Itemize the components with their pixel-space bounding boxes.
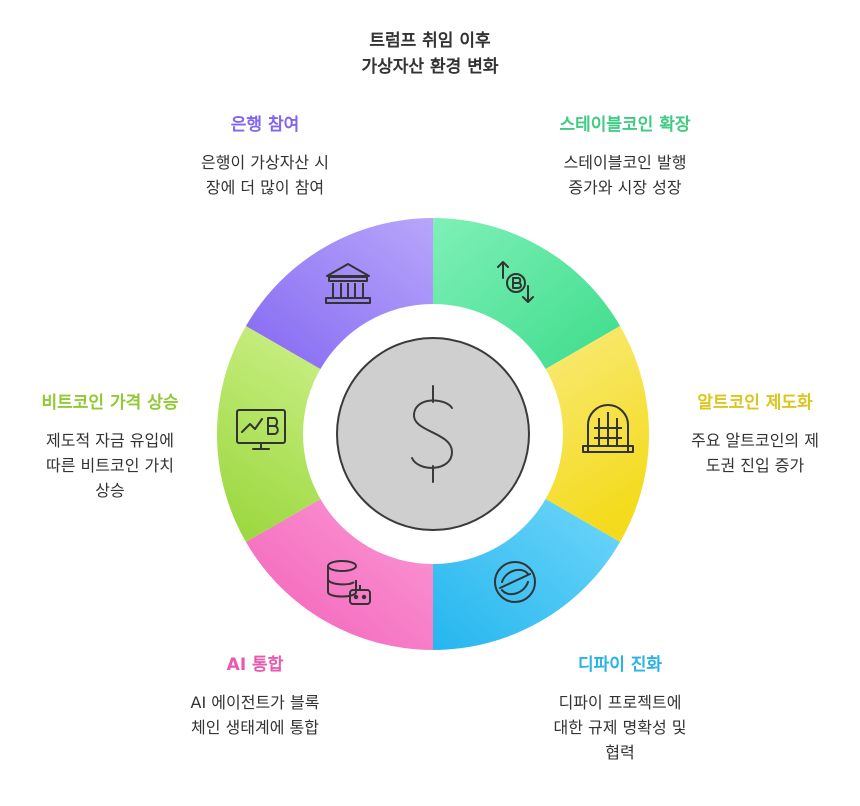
title-line-1: 트럼프 취임 이후: [369, 31, 491, 51]
ring-gap: [457, 313, 523, 364]
segment-ai: AI 통합 AI 에이전트가 블록 체인 생태계에 통합: [145, 652, 365, 740]
diagram-title: 트럼프 취임 이후 가상자산 환경 변화: [0, 28, 860, 80]
ring-gap: [531, 399, 557, 469]
segment-heading: 디파이 진화: [577, 655, 663, 675]
wheel-segment-altcoin: [545, 326, 649, 542]
segment-description: AI 에이전트가 블록 체인 생태계에 통합: [190, 693, 320, 737]
segment-description: 제도적 자금 유입에 따른 비트코인 가치 상승: [46, 431, 174, 500]
bitcoin-monitor-icon: [236, 409, 286, 450]
segment-stablecoin: 스테이블코인 확장 스테이블코인 발행 증가와 시장 성장: [500, 112, 750, 200]
ring-gap: [343, 313, 409, 364]
database-robot-icon: [327, 560, 371, 605]
ring-gap: [343, 504, 409, 555]
wheel-segment-bank: [245, 218, 433, 369]
segment-altcoin: 알트코인 제도화 주요 알트코인의 제 도권 진입 증가: [660, 390, 850, 478]
segment-heading: AI 통합: [226, 655, 284, 675]
center-circle: [336, 337, 530, 531]
wheel-segment-defi: [433, 499, 621, 650]
ring-gap: [457, 504, 523, 555]
segment-defi: 디파이 진화 디파이 프로젝트에 대한 규제 명확성 및 협력: [500, 652, 740, 765]
segment-heading: 비트코인 가격 상승: [41, 393, 179, 413]
segment-bitcoin: 비트코인 가격 상승 제도적 자금 유입에 따른 비트코인 가치 상승: [10, 390, 210, 503]
segment-description: 스테이블코인 발행 증가와 시장 성장: [563, 153, 687, 197]
wheel-segment-ai: [245, 499, 433, 650]
stellar-coin-icon: [494, 561, 536, 603]
segment-heading: 은행 참여: [230, 115, 300, 135]
title-line-2: 가상자산 환경 변화: [361, 57, 499, 77]
vault-gate-icon: [582, 404, 634, 453]
segment-description: 은행이 가상자산 시 장에 더 많이 참여: [201, 153, 329, 197]
bank-icon: [325, 263, 371, 304]
segment-heading: 스테이블코인 확장: [559, 115, 691, 135]
wheel-segment-stablecoin: [433, 218, 621, 369]
dollar-sign-icon: [411, 385, 453, 483]
segment-description: 디파이 프로젝트에 대한 규제 명확성 및 협력: [553, 693, 687, 762]
bitcoin-exchange-icon: [497, 261, 534, 303]
segment-heading: 알트코인 제도화: [697, 393, 813, 413]
segment-bank: 은행 참여 은행이 가상자산 시 장에 더 많이 참여: [150, 112, 380, 200]
ring-gap: [308, 399, 335, 469]
segment-description: 주요 알트코인의 제 도권 진입 증가: [691, 431, 819, 475]
